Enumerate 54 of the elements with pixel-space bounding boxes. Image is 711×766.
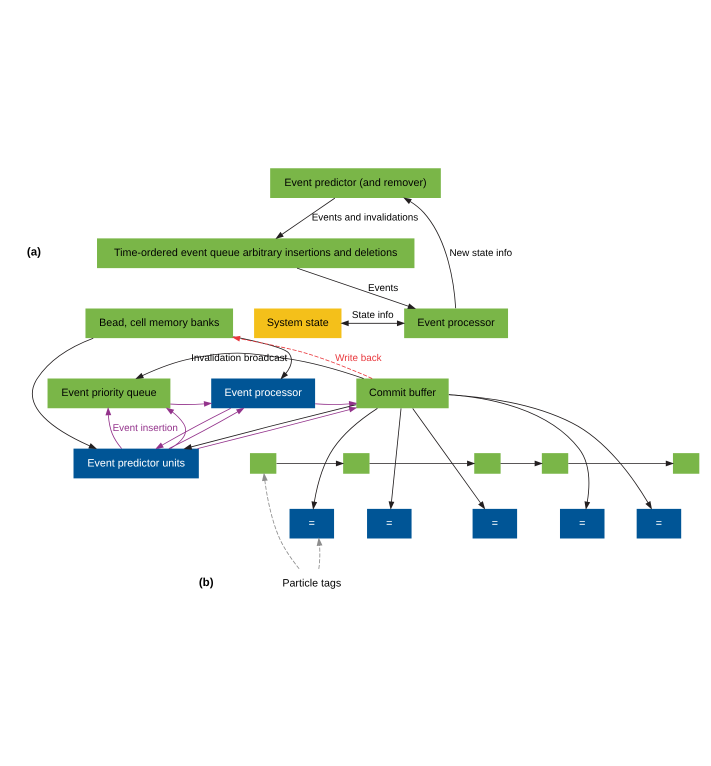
node-box — [343, 452, 370, 474]
node-box — [672, 452, 700, 474]
node-box: Event priority queue — [48, 378, 170, 408]
arrow — [403, 196, 456, 308]
edge-label: Invalidation broadcast — [191, 352, 288, 364]
arrow — [311, 407, 378, 510]
arrow — [168, 407, 245, 449]
arrow — [448, 394, 590, 510]
arrow — [276, 460, 344, 466]
arrow — [500, 460, 543, 466]
arrow — [166, 407, 186, 448]
node-box: = — [472, 508, 518, 538]
arrow — [314, 400, 358, 406]
edge-label: New state info — [450, 247, 512, 258]
node-box: Event predictor units — [74, 448, 199, 478]
node-text: Particle tags — [282, 577, 342, 590]
arrow — [170, 400, 212, 406]
arrow — [262, 472, 300, 569]
arrow — [448, 394, 652, 510]
node-box — [542, 452, 568, 474]
node-box: Event processor — [404, 308, 508, 338]
node-box: Commit buffer — [356, 378, 449, 408]
label: (b) — [198, 576, 214, 589]
edge-label: Events — [368, 282, 398, 294]
arrow — [275, 197, 336, 238]
node-box: Event processor — [211, 378, 316, 408]
node-box: = — [636, 508, 682, 538]
node-box: Bead, cell memory banks — [85, 308, 234, 338]
arrow — [388, 408, 402, 510]
arrow — [568, 460, 674, 466]
node-box: = — [560, 508, 604, 538]
node-box: = — [290, 508, 334, 538]
edge-label: Event insertion — [112, 422, 178, 434]
edge-label: Events and invalidations — [312, 212, 418, 224]
arrow — [340, 320, 406, 326]
arrow — [412, 408, 486, 510]
node-box — [474, 452, 501, 474]
arrow — [232, 335, 373, 378]
arrow — [155, 407, 232, 449]
edge-label: Write back — [335, 352, 382, 364]
arrow — [232, 336, 292, 379]
node-box: System state — [254, 308, 342, 338]
arrow — [369, 460, 476, 466]
arrow — [32, 337, 98, 449]
node-box — [250, 452, 276, 474]
arrow — [316, 536, 322, 569]
arrow — [135, 352, 364, 379]
node-box: Event predictor (and remover) — [270, 168, 441, 198]
arrow — [296, 267, 416, 308]
edge-label: State info — [352, 310, 394, 321]
label: (a) — [26, 246, 42, 258]
arrow — [105, 406, 122, 448]
node-box: = — [367, 508, 412, 538]
node-box: Time-ordered event queue arbitrary insertions and deletions — [97, 238, 414, 268]
